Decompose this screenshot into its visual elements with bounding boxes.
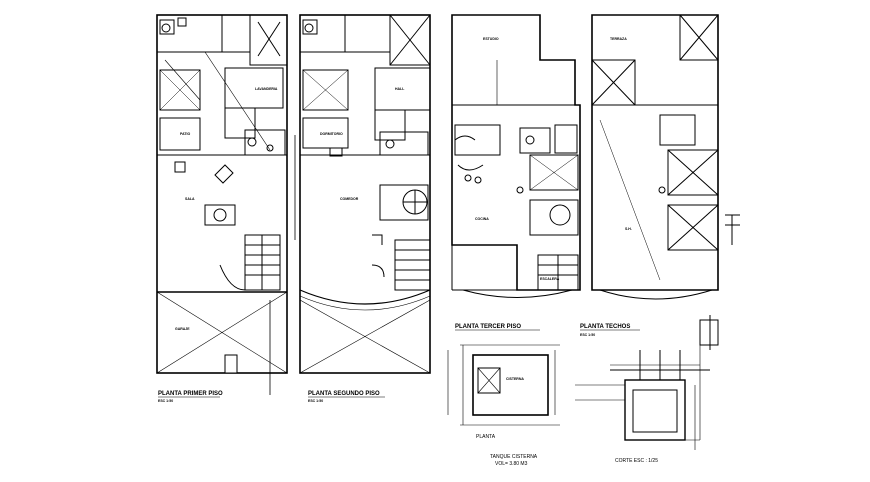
plan-title-4: PLANTA TECHOS ESC 1:50 xyxy=(580,324,640,337)
svg-text:ESC 1:50: ESC 1:50 xyxy=(158,399,173,403)
svg-text:PLANTA TERCER PISO: PLANTA TERCER PISO xyxy=(455,324,521,330)
room-tag-garaje: GARAJE xyxy=(175,327,190,331)
plan-title-3: PLANTA TERCER PISO xyxy=(455,324,540,331)
room-tag-patio: PATIO xyxy=(180,132,190,136)
room-tag-hall: HALL xyxy=(395,87,405,91)
svg-text:ESC 1:50: ESC 1:50 xyxy=(580,333,595,337)
room-tag-estudio: ESTUDIO xyxy=(483,37,499,41)
room-tag-sh: S.H. xyxy=(625,227,632,231)
plan-title-2: PLANTA SEGUNDO PISO ESC 1:50 xyxy=(308,391,385,403)
plan-roof xyxy=(591,14,740,300)
room-tag-lavanderia: LAVANDERIA xyxy=(255,87,278,91)
room-tag-sala: SALA xyxy=(185,197,195,201)
room-tag-escalera: ESCALERA xyxy=(540,277,560,281)
cistern-plan-label: PLANTA xyxy=(476,434,496,440)
cistern-room-label: CISTERNA xyxy=(506,377,524,381)
svg-text:PLANTA TECHOS: PLANTA TECHOS xyxy=(580,324,630,330)
cistern-plan xyxy=(447,344,560,426)
room-tag-terraza: TERRAZA xyxy=(610,37,627,41)
cistern-section xyxy=(575,315,719,450)
plan-second-floor xyxy=(299,14,431,374)
cistern-title: TANQUE CISTERNA xyxy=(490,454,538,460)
room-tag-dormitorio: DORMITORIO xyxy=(320,132,343,136)
room-tag-comedor: COMEDOR xyxy=(340,197,359,201)
svg-text:ESC 1:50: ESC 1:50 xyxy=(308,399,323,403)
svg-text:PLANTA PRIMER PISO: PLANTA PRIMER PISO xyxy=(158,391,223,397)
room-tag-cocina: COCINA xyxy=(475,217,489,221)
plan-first-floor xyxy=(156,14,296,395)
section-caption: CORTE ESC : 1/25 xyxy=(615,458,658,464)
plan-third-floor xyxy=(451,14,581,298)
plan-title-1: PLANTA PRIMER PISO ESC 1:50 xyxy=(158,391,223,403)
svg-text:PLANTA SEGUNDO PISO: PLANTA SEGUNDO PISO xyxy=(308,391,380,397)
cistern-volume: VOL= 3.80 M3 xyxy=(495,461,528,467)
